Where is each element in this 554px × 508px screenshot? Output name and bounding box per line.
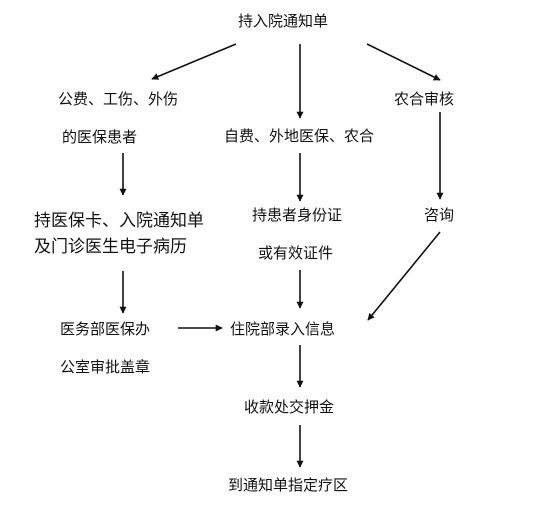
left-step3-line2: 公室审批盖章	[60, 358, 151, 376]
register-info-node: 住院部录入信息	[230, 320, 336, 338]
right-category: 农合审核	[394, 90, 455, 108]
consult-node: 咨询	[424, 206, 455, 224]
arrow-start-to-left	[151, 43, 237, 80]
left-category-line1: 公费、工伤、外伤	[58, 90, 179, 108]
left-category-line2: 的医保患者	[62, 128, 138, 146]
middle-category: 自费、外地医保、农合	[224, 127, 375, 145]
middle-step2-line2: 或有效证件	[258, 244, 334, 262]
deposit-node: 收款处交押金	[244, 398, 335, 416]
ward-node: 到通知单指定疗区	[228, 476, 349, 494]
left-step3-line1: 医务部医保办	[60, 320, 151, 338]
left-step2-line1: 持医保卡、入院通知单	[34, 211, 204, 231]
left-step2-line2: 及门诊医生电子病历	[34, 237, 187, 257]
arrow-consult-to-center3	[367, 231, 441, 321]
arrow-start-to-right	[366, 43, 441, 81]
middle-step2-line1: 持患者身份证	[252, 206, 343, 224]
start-node: 持入院通知单	[238, 12, 329, 30]
